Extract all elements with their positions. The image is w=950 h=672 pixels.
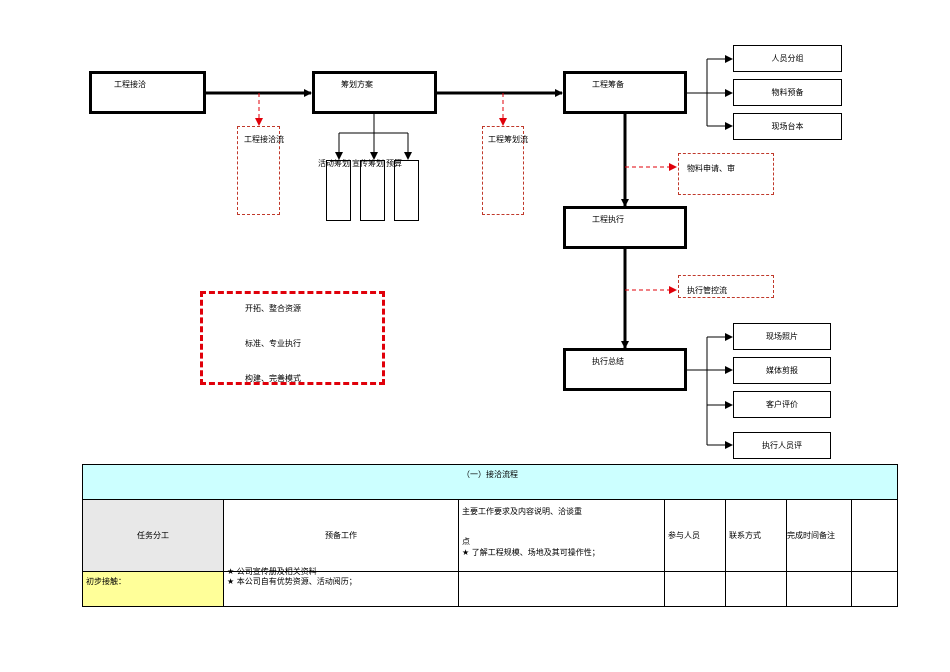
- note-contact-flow: 工程接洽流: [237, 126, 284, 215]
- sub-box-activity-planning: [326, 160, 351, 221]
- row-completion: [786, 571, 852, 607]
- header-requirements-line3: ★ 了解工程规模、场地及其可操作性；: [462, 548, 600, 557]
- row-task: 初步接触：: [82, 571, 224, 607]
- output-site-photos: 现场照片: [733, 323, 831, 350]
- output-site-script: 现场台本: [733, 113, 842, 140]
- sub-label-promo-planning: 宣传筹划: [352, 159, 384, 168]
- header-requirements-line2: 点: [462, 537, 470, 546]
- output-label: 媒体剪报: [766, 366, 798, 375]
- header-task: 任务分工: [82, 499, 224, 572]
- principle-2: 标准、专业执行: [245, 339, 301, 348]
- output-label: 现场照片: [766, 332, 798, 341]
- row-prep: ★ 公司宣传册及相关资料 ★ 本公司自有优势资源、活动阅历；: [223, 567, 459, 607]
- table-title: （一）接洽流程: [81, 464, 899, 500]
- header-completion: 完成时间: [787, 531, 819, 540]
- sub-label-budget: 预算: [386, 159, 402, 168]
- box-label: 执行总结: [592, 357, 624, 366]
- box-label: 筹划方案: [341, 80, 373, 89]
- box-engineering-contact: 工程接洽: [89, 71, 206, 114]
- note-label: 执行管控流: [687, 286, 727, 295]
- row-contact: [725, 571, 787, 607]
- header-contact: 联系方式: [725, 499, 787, 572]
- row-requirements: [458, 571, 665, 607]
- principle-1: 开拓、整合资源: [245, 304, 301, 313]
- row-prep-line1: ★ 公司宣传册及相关资料: [227, 567, 317, 576]
- box-engineering-prep: 工程筹备: [563, 71, 687, 114]
- header-prep: 预备工作: [223, 499, 459, 572]
- sub-box-promo-planning: [360, 160, 385, 221]
- box-label: 工程接洽: [114, 80, 146, 89]
- row-remarks: [850, 571, 899, 607]
- output-label: 人员分组: [771, 54, 804, 63]
- sub-box-budget: [394, 160, 419, 221]
- output-label: 执行人员评: [762, 441, 802, 450]
- header-requirements-line1: 主要工作要求及内容说明、洽谈重: [462, 507, 582, 516]
- header-remarks: 备注: [819, 531, 835, 540]
- output-label: 物料预备: [771, 88, 804, 97]
- header-requirements: 主要工作要求及内容说明、洽谈重 点 ★ 了解工程规模、场地及其可操作性；: [458, 499, 665, 572]
- box-engineering-exec: 工程执行: [563, 206, 687, 249]
- note-label: 工程筹划流: [488, 135, 528, 144]
- row-prep-line2: ★ 本公司自有优势资源、活动阅历；: [227, 577, 357, 586]
- row-participants: [664, 571, 726, 607]
- note-label: 工程接洽流: [244, 135, 284, 144]
- box-planning-scheme: 筹划方案: [312, 71, 437, 114]
- header-completion-remarks: 完成时间备注: [786, 499, 852, 572]
- sub-label-activity-planning: 活动筹划: [318, 159, 350, 168]
- principles-box: 开拓、整合资源 标准、专业执行 构建、完善模式: [200, 291, 385, 385]
- box-exec-summary: 执行总结: [563, 348, 687, 391]
- output-staff-grouping: 人员分组: [733, 45, 842, 72]
- output-label: 客户评价: [766, 400, 798, 409]
- output-media-clippings: 媒体剪报: [733, 357, 831, 384]
- box-label: 工程执行: [592, 215, 624, 224]
- note-label: 物料申请、审: [687, 164, 735, 173]
- header-empty: [850, 499, 899, 572]
- output-staff-evaluation: 执行人员评: [733, 432, 831, 459]
- output-material-prep: 物料预备: [733, 79, 842, 106]
- output-label: 现场台本: [771, 122, 804, 131]
- note-planning-flow: 工程筹划流: [482, 126, 528, 215]
- note-material-request: 物料申请、审: [678, 153, 774, 195]
- process-table: （一）接洽流程 任务分工 预备工作 主要工作要求及内容说明、洽谈重 点 ★ 了解…: [81, 464, 899, 607]
- header-participants: 参与人员: [664, 499, 726, 572]
- output-client-evaluation: 客户评价: [733, 391, 831, 418]
- box-label: 工程筹备: [592, 80, 624, 89]
- note-exec-control: 执行管控流: [678, 275, 774, 298]
- principle-3: 构建、完善模式: [245, 374, 301, 383]
